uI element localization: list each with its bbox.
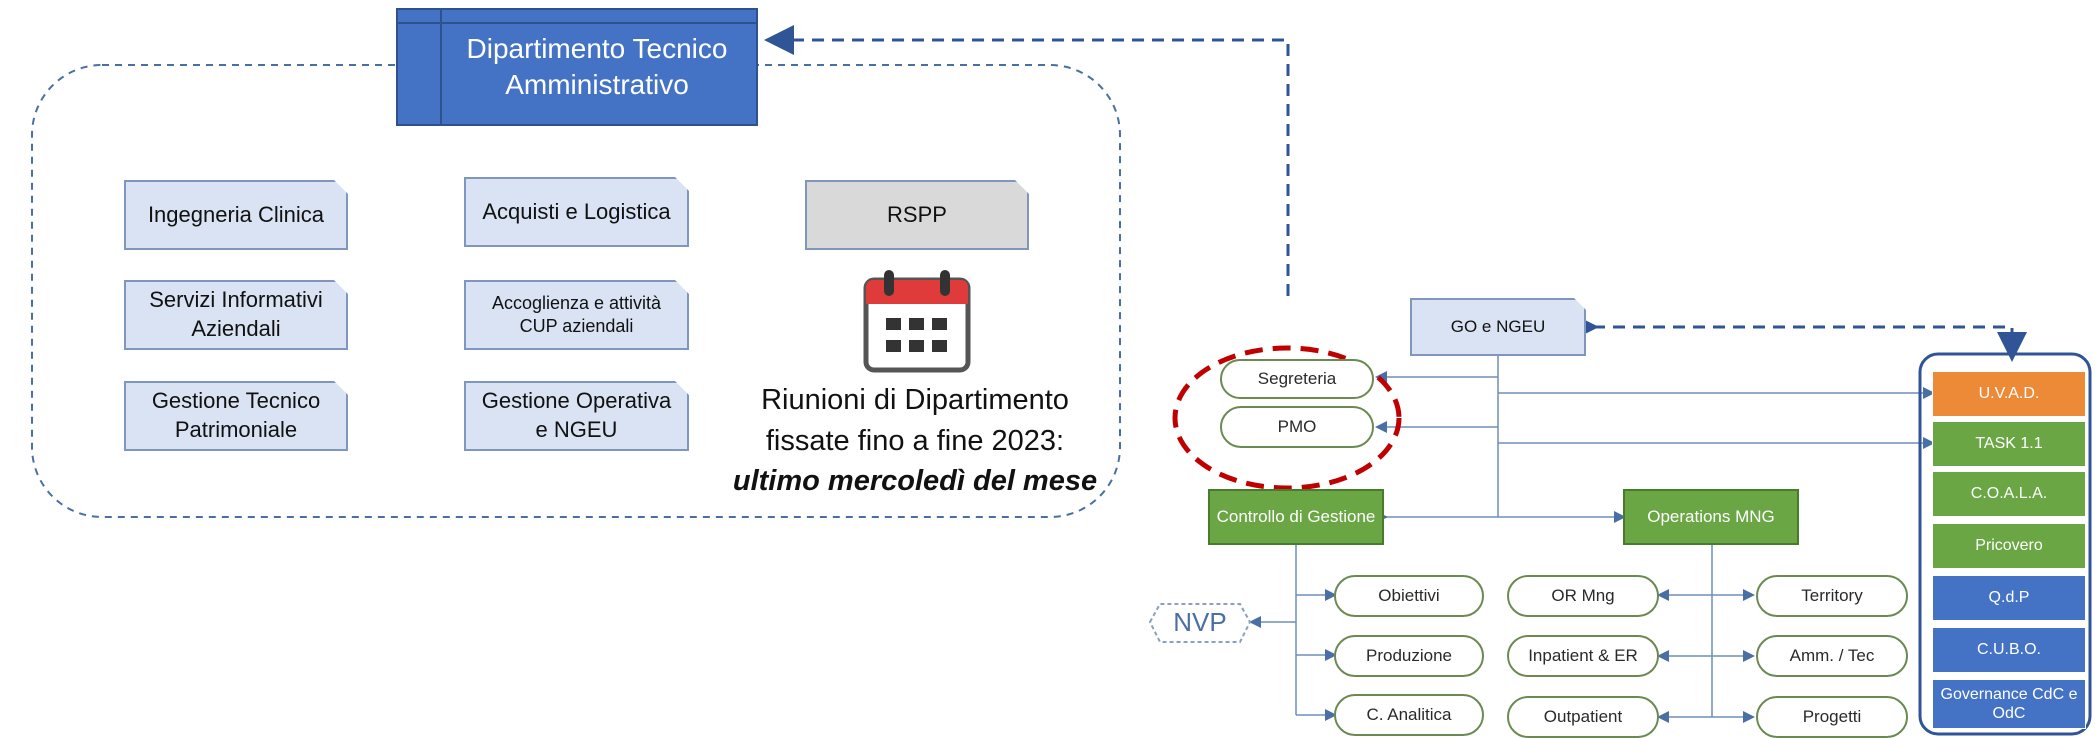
unit-label: Gestione Tecnico Patrimoniale bbox=[151, 388, 321, 442]
operations-mng-box[interactable]: Operations MNG bbox=[1623, 489, 1799, 545]
side-item-label: Q.d.P bbox=[1988, 588, 2030, 606]
controllo-label: Controllo di Gestione bbox=[1216, 506, 1376, 526]
side-item-label: C.U.B.O. bbox=[1976, 640, 2041, 658]
side-item-cubo[interactable]: C.U.B.O. bbox=[1932, 627, 2086, 673]
meeting-line-2: fissate fino a fine 2023: bbox=[765, 424, 1065, 457]
node-label: Territory bbox=[1801, 585, 1863, 605]
department-header: Dipartimento Tecnico Amministrativo bbox=[396, 8, 758, 126]
c-analitica-node[interactable]: C. Analitica bbox=[1334, 694, 1484, 736]
department-title: Dipartimento Tecnico Amministrativo bbox=[466, 32, 728, 100]
go-to-side-link bbox=[1569, 312, 2027, 362]
side-item-coala[interactable]: C.O.A.L.A. bbox=[1932, 471, 2086, 517]
outpatient-node[interactable]: Outpatient bbox=[1507, 696, 1659, 738]
unit-acquisti-logistica[interactable]: Acquisti e Logistica bbox=[464, 177, 689, 247]
go-ngeu-box[interactable]: GO e NGEU bbox=[1410, 298, 1586, 356]
unit-label: Accoglienza e attività CUP aziendali bbox=[491, 292, 662, 336]
segreteria-pmo-highlight bbox=[1172, 345, 1402, 491]
node-label: C. Analitica bbox=[1366, 704, 1452, 724]
side-item-label: U.V.A.D. bbox=[1978, 384, 2040, 402]
pmo-label: PMO bbox=[1277, 416, 1317, 436]
territory-node[interactable]: Territory bbox=[1756, 575, 1908, 617]
or-mng-node[interactable]: OR Mng bbox=[1507, 575, 1659, 617]
controllo-di-gestione-box[interactable]: Controllo di Gestione bbox=[1208, 489, 1384, 545]
node-label: Outpatient bbox=[1543, 706, 1623, 726]
side-item-task[interactable]: TASK 1.1 bbox=[1932, 421, 2086, 467]
rspp-label: RSPP bbox=[887, 201, 947, 227]
go-to-department-link bbox=[764, 25, 1290, 296]
node-label: Produzione bbox=[1365, 645, 1452, 665]
side-panel-frame bbox=[1918, 352, 2092, 736]
meeting-line-3: ultimo mercoledì del mese bbox=[732, 465, 1098, 498]
operations-label: Operations MNG bbox=[1647, 506, 1775, 526]
side-item-label: C.O.A.L.A. bbox=[1970, 484, 2048, 502]
side-item-governance[interactable]: Governance CdC e OdC bbox=[1932, 679, 2086, 729]
nvp-shape bbox=[1148, 603, 1252, 643]
node-label: Obiettivi bbox=[1378, 585, 1440, 605]
obiettivi-node[interactable]: Obiettivi bbox=[1334, 575, 1484, 617]
unit-label: Acquisti e Logistica bbox=[482, 198, 671, 224]
unit-gestione-tecnico-patrimoniale[interactable]: Gestione Tecnico Patrimoniale bbox=[124, 381, 348, 451]
side-item-uvad[interactable]: U.V.A.D. bbox=[1932, 371, 2086, 417]
meeting-line-1: Riunioni di Dipartimento bbox=[761, 384, 1069, 416]
unit-label: Servizi Informativi Aziendali bbox=[149, 287, 323, 341]
unit-rspp[interactable]: RSPP bbox=[805, 180, 1029, 250]
side-item-label: Pricovero bbox=[1975, 536, 2043, 554]
side-item-label: TASK 1.1 bbox=[1975, 434, 2043, 452]
side-item-label: Governance CdC e OdC bbox=[1940, 685, 2078, 722]
meeting-note: Riunioni di Dipartimento fissate fino a … bbox=[725, 380, 1105, 502]
calendar-icon bbox=[863, 270, 971, 373]
produzione-node[interactable]: Produzione bbox=[1334, 635, 1484, 677]
node-label: OR Mng bbox=[1551, 585, 1615, 605]
unit-servizi-informativi[interactable]: Servizi Informativi Aziendali bbox=[124, 280, 348, 350]
inpatient-er-node[interactable]: Inpatient & ER bbox=[1507, 635, 1659, 677]
side-item-qdp[interactable]: Q.d.P bbox=[1932, 575, 2086, 621]
side-item-pricovero[interactable]: Pricovero bbox=[1932, 523, 2086, 569]
progetti-node[interactable]: Progetti bbox=[1756, 696, 1908, 738]
nvp-label: NVP bbox=[1173, 607, 1227, 638]
nvp-label-wrap: NVP bbox=[1160, 604, 1240, 642]
pmo-node[interactable]: PMO bbox=[1220, 406, 1374, 448]
node-label: Progetti bbox=[1802, 706, 1862, 726]
unit-label: Gestione Operativa e NGEU bbox=[481, 388, 672, 442]
header-divider bbox=[440, 10, 442, 124]
node-label: Amm. / Tec bbox=[1789, 645, 1875, 665]
amm-tec-node[interactable]: Amm. / Tec bbox=[1756, 635, 1908, 677]
header-band bbox=[398, 10, 756, 24]
unit-gestione-operativa-ngeu[interactable]: Gestione Operativa e NGEU bbox=[464, 381, 689, 451]
segreteria-label: Segreteria bbox=[1257, 368, 1337, 388]
unit-ingegneria-clinica[interactable]: Ingegneria Clinica bbox=[124, 180, 348, 250]
unit-label: Ingegneria Clinica bbox=[147, 201, 325, 227]
segreteria-node[interactable]: Segreteria bbox=[1220, 359, 1374, 399]
unit-accoglienza-cup[interactable]: Accoglienza e attività CUP aziendali bbox=[464, 280, 689, 350]
go-label: GO e NGEU bbox=[1450, 316, 1546, 336]
node-label: Inpatient & ER bbox=[1528, 645, 1638, 665]
